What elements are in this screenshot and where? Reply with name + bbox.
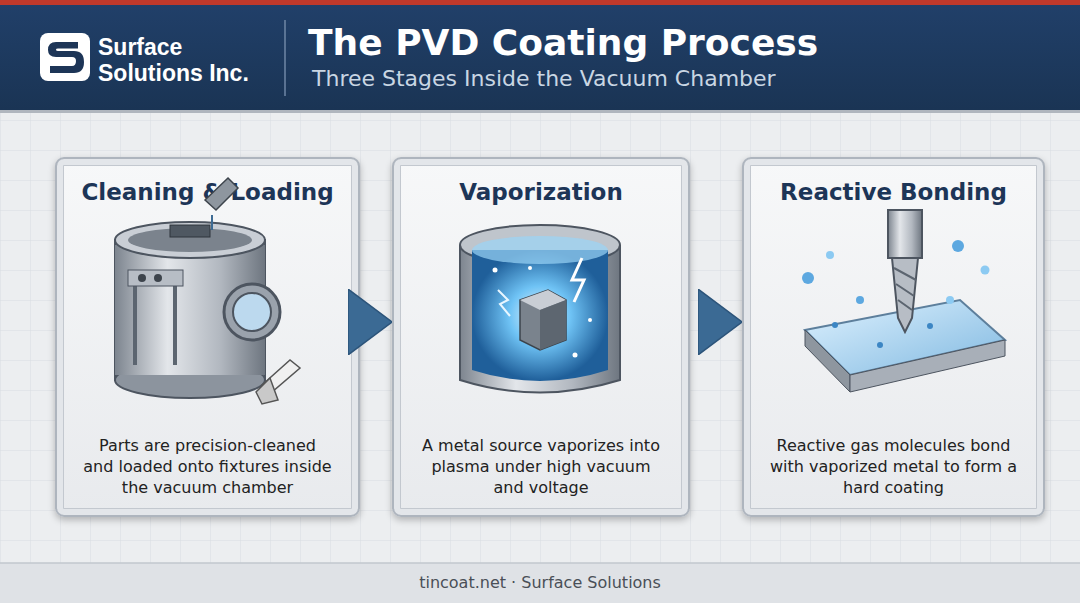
process-panel: Cleaning & LoadingParts are precision-cl… (55, 157, 360, 517)
company-name: Surface Solutions Inc. (98, 34, 283, 86)
subtitle: Three Stages Inside the Vacuum Chamber (312, 66, 1012, 91)
process-panel: Reactive BondingReactive gas molecules b… (742, 157, 1045, 517)
caption: tincoat.net · Surface Solutions (0, 573, 1080, 592)
flow-arrow (360, 309, 392, 335)
footer-band (0, 563, 1080, 603)
stage-heading: Reactive Bonding (744, 179, 1043, 205)
stage-description: A metal source vaporizes into plasma und… (419, 435, 663, 498)
title: The PVD Coating Process (308, 22, 818, 63)
stage-description: Reactive gas molecules bond with vaporiz… (769, 435, 1018, 498)
stage-description: Parts are precision-cleaned and loaded o… (82, 435, 333, 498)
flow-arrow (690, 309, 742, 335)
header-divider (284, 20, 286, 96)
process-panel: Vaporization A metal source vaporizes int… (392, 157, 690, 517)
stage-heading: Vaporization (394, 179, 688, 205)
stage-heading: Cleaning & Loading (57, 179, 358, 205)
logo-mark (40, 33, 90, 81)
accent-strip (0, 0, 1080, 5)
header-band (0, 0, 1080, 110)
